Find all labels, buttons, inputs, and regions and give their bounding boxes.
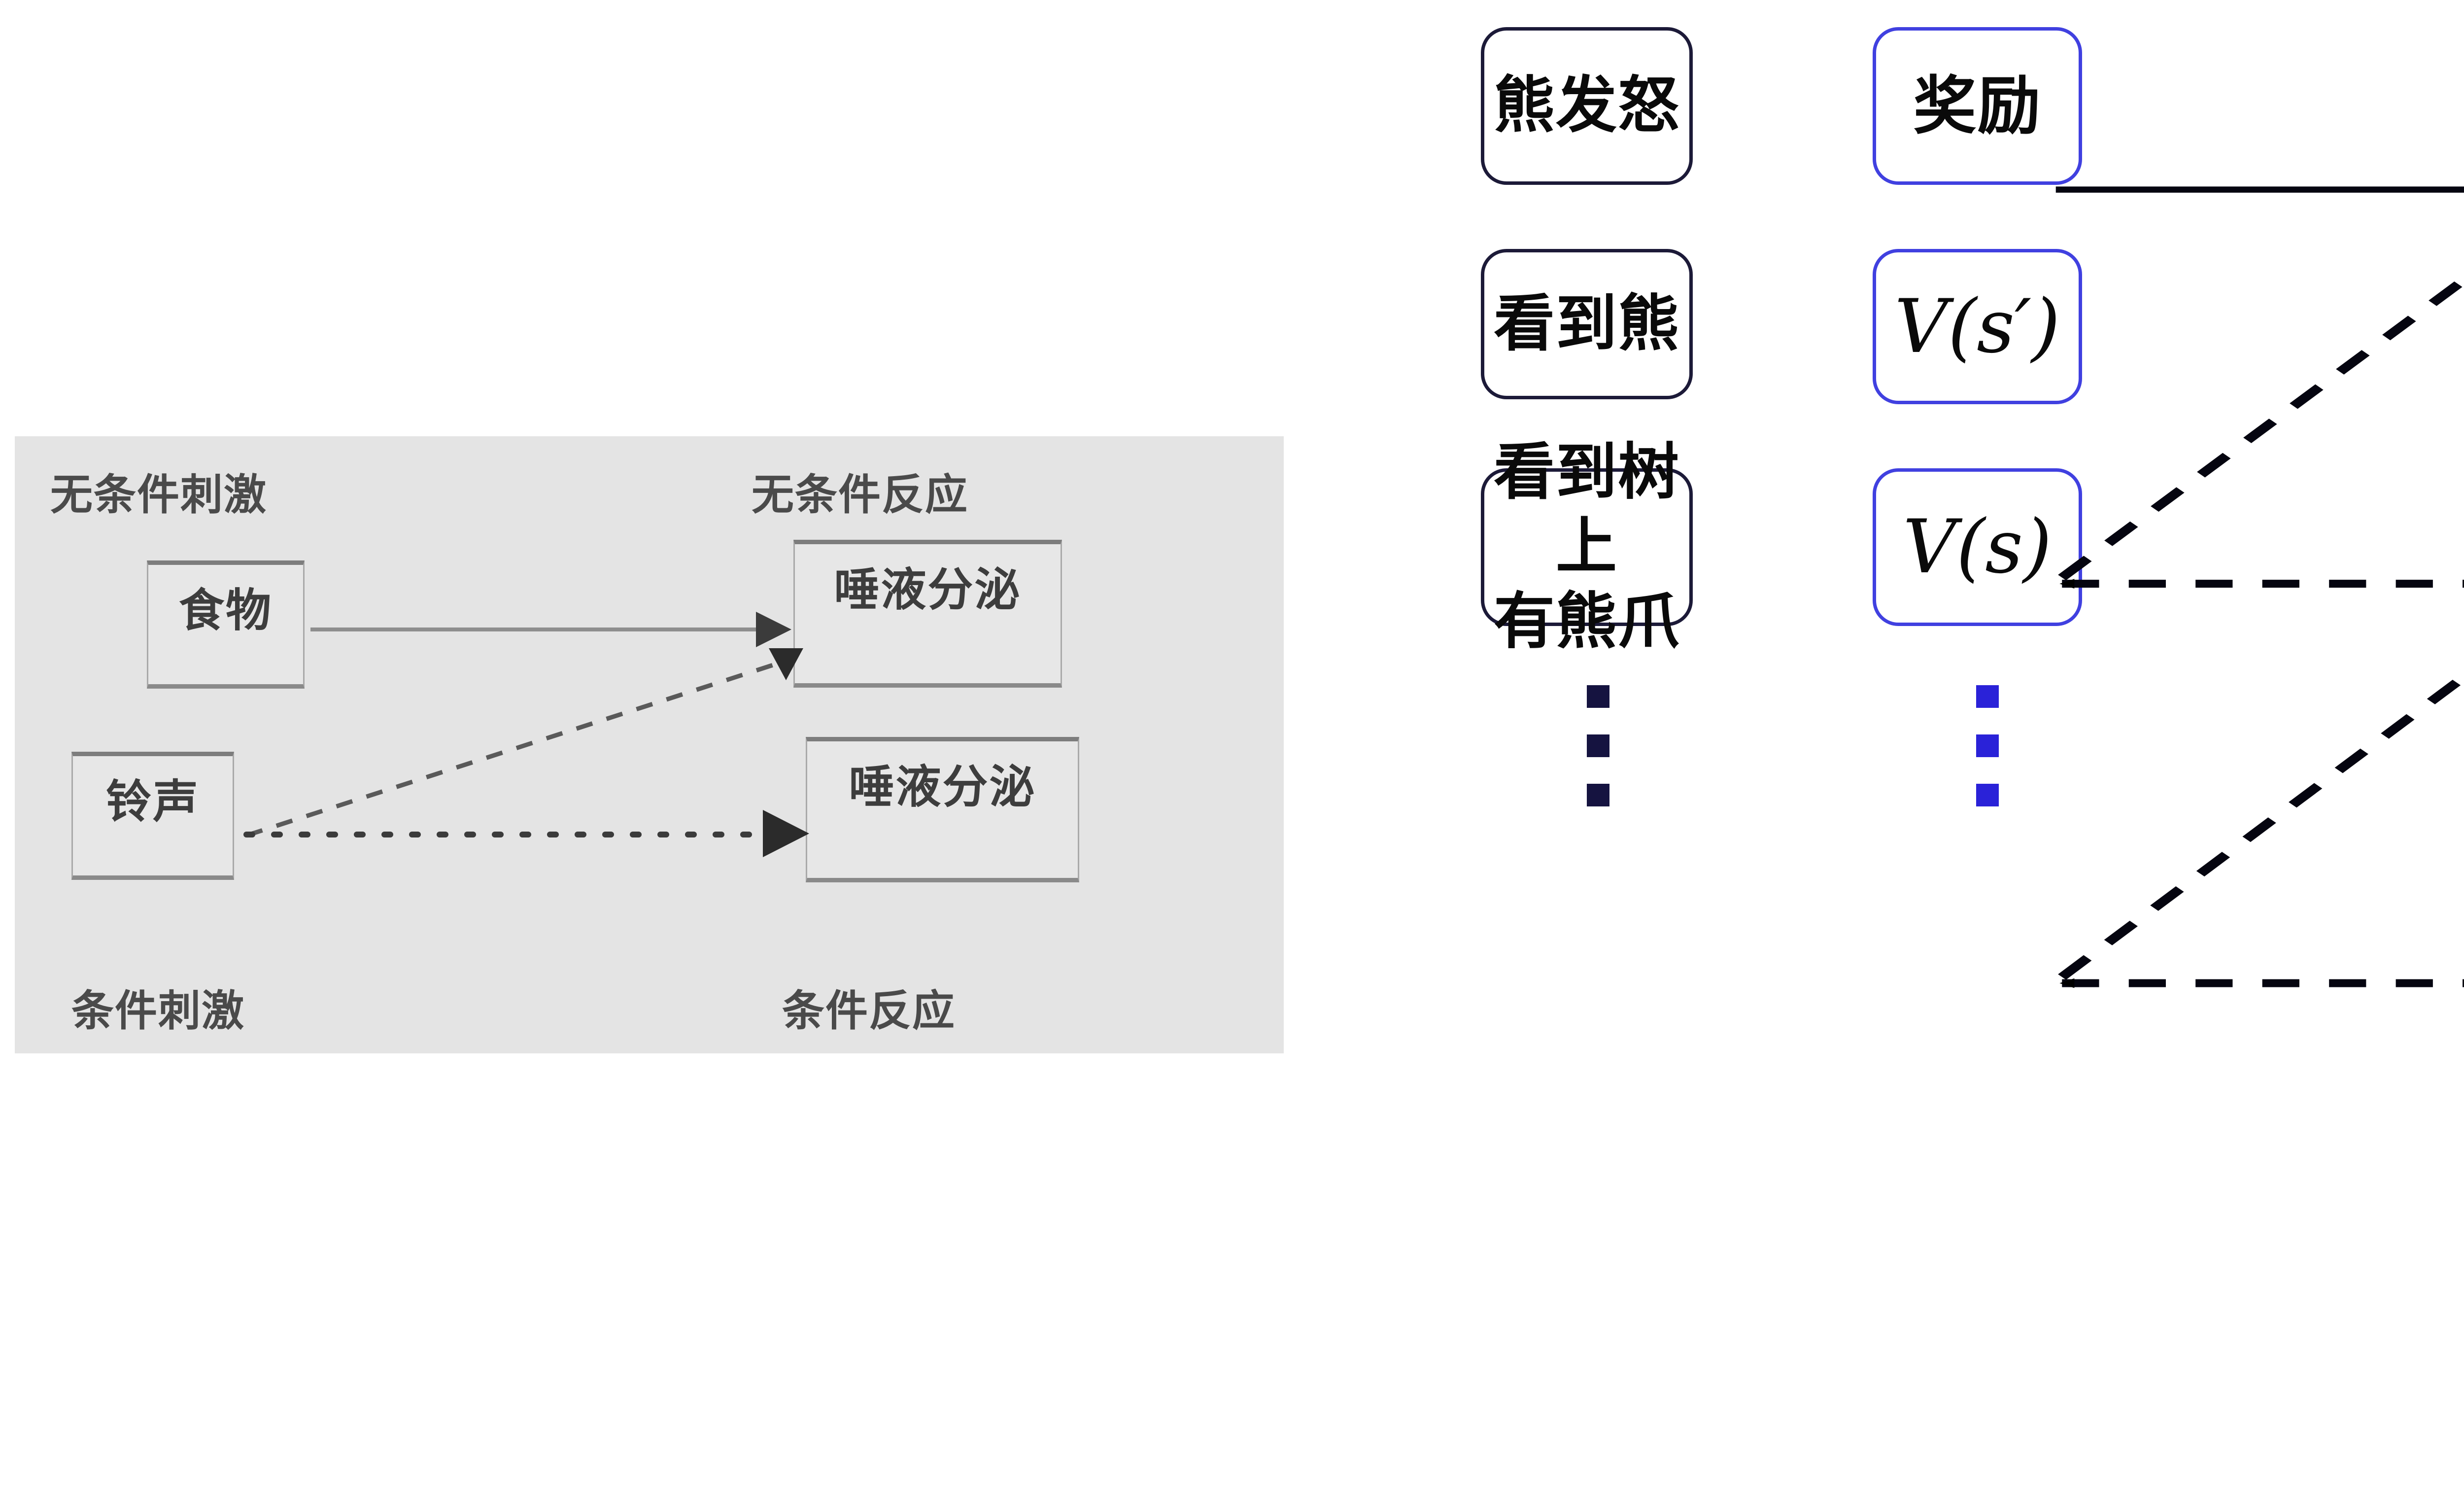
- box-salivation-conditioned: 唾液分泌: [806, 737, 1079, 882]
- box-reward-label: 奖励: [1913, 69, 2042, 143]
- ellipsis-dot: [1587, 685, 1609, 708]
- box-reward: 奖励: [1873, 27, 2082, 185]
- left-panel-arrows: [243, 612, 809, 857]
- box-see-bear-label: 看到熊: [1493, 288, 1680, 359]
- box-see-paw-line-2: 有熊爪: [1493, 586, 1680, 657]
- box-v-s: V(s): [1873, 468, 2082, 626]
- box-v-s-prime-label: V(s′): [1894, 283, 2060, 370]
- box-salivation-unconditioned-label: 唾液分泌: [834, 563, 1022, 616]
- box-bear-angry-label: 熊发怒: [1493, 70, 1680, 141]
- box-salivation-unconditioned: 唾液分泌: [793, 540, 1062, 688]
- arrow-see-paw-to-v-s-prime: [2058, 671, 2464, 980]
- box-bear-angry: 熊发怒: [1481, 27, 1693, 185]
- box-bell-label: 铃声: [105, 775, 200, 828]
- classical-conditioning-panel: 无条件刺激 无条件反应 条件刺激 条件反应 食物 唾液分泌 铃声 唾液分泌: [15, 436, 1284, 1053]
- box-see-paw: 看到树上 有熊爪: [1481, 437, 1693, 657]
- box-see-bear: 看到熊: [1481, 249, 1693, 399]
- arrow-bell-to-salivation-unconditioned: [245, 662, 777, 838]
- label-unconditioned-response: 无条件反应: [752, 470, 968, 520]
- ellipsis-left-column: [1587, 685, 1616, 808]
- label-conditioned-stimulus: 条件刺激: [71, 986, 245, 1036]
- ellipsis-dot: [1976, 734, 1999, 757]
- box-salivation-conditioned-label: 唾液分泌: [849, 761, 1036, 813]
- box-v-s-prime: V(s′): [1873, 249, 2082, 404]
- box-food: 食物: [147, 560, 305, 689]
- ellipsis-dot: [1587, 784, 1609, 806]
- box-see-paw-label: 看到树上 有熊爪: [1484, 435, 1689, 659]
- label-conditioned-response: 条件反应: [782, 986, 956, 1036]
- label-unconditioned-stimulus: 无条件刺激: [50, 470, 267, 520]
- td-learning-panel: 熊发怒 看到熊 看到树上 有熊爪 奖励 V(s′) V(s): [1454, 0, 2464, 1499]
- arrow-see-bear-to-reward: [2058, 274, 2464, 581]
- ellipsis-dot: [1976, 685, 1999, 708]
- box-bell: 铃声: [71, 752, 234, 880]
- ellipsis-right-column: [1976, 685, 2006, 808]
- box-v-s-label: V(s): [1903, 504, 2052, 590]
- box-see-paw-line-1: 看到树上: [1493, 437, 1680, 583]
- ellipsis-dot: [1976, 784, 1999, 806]
- box-food-label: 食物: [178, 584, 273, 637]
- ellipsis-dot: [1587, 734, 1609, 757]
